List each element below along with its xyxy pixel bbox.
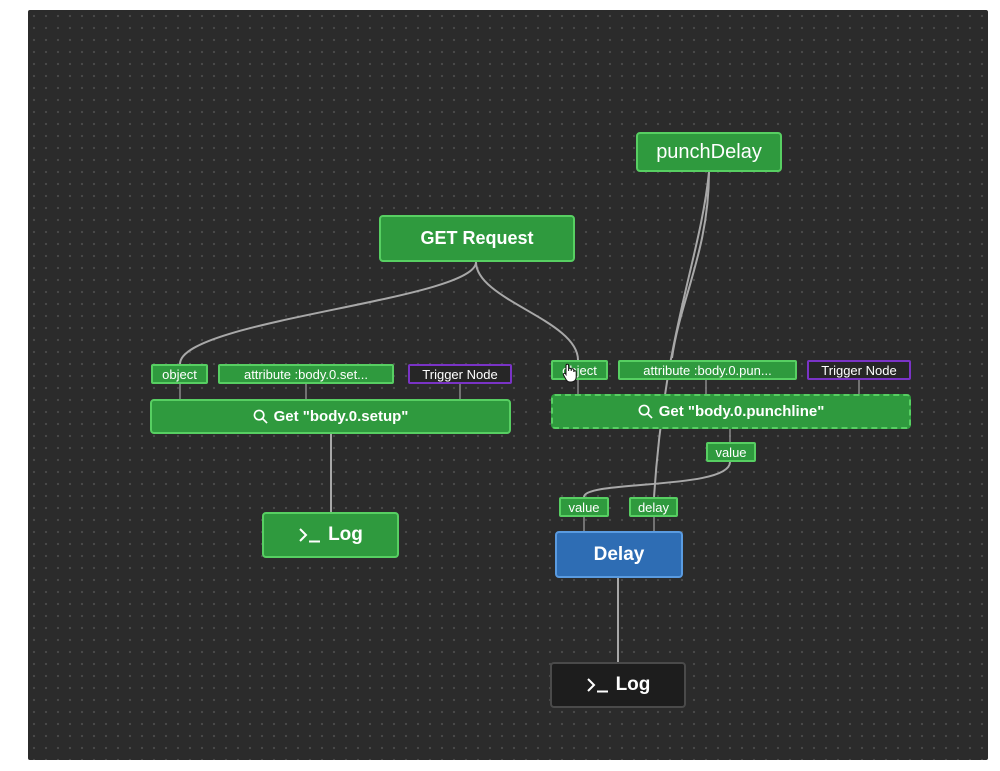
punchline-attribute-port-label: attribute :body.0.pun... — [643, 362, 772, 378]
setup-trigger-port-label: Trigger Node — [422, 366, 498, 382]
setup-attribute-port-label: attribute :body.0.set... — [243, 366, 369, 382]
setup-attribute-port[interactable]: attribute :body.0.set... — [218, 364, 394, 384]
get-punchline-node[interactable]: Get "body.0.punchline" — [551, 394, 911, 429]
search-icon — [638, 404, 653, 419]
delay-node[interactable]: Delay — [555, 531, 683, 578]
punchline-trigger-port-label: Trigger Node — [821, 362, 897, 378]
log-setup-label: Log — [328, 524, 363, 545]
log-setup-node[interactable]: Log — [262, 512, 399, 558]
punchline-object-port[interactable]: object — [551, 360, 608, 380]
terminal-icon — [586, 676, 610, 694]
punchline-value-output-label: value — [715, 444, 747, 460]
delay-label: Delay — [593, 543, 645, 565]
get-request-node[interactable]: GET Request — [379, 215, 575, 262]
log-delay-node[interactable]: Log — [550, 662, 686, 708]
punch-delay-label: punchDelay — [656, 140, 762, 163]
get-request-label: GET Request — [420, 228, 534, 248]
log-delay-label: Log — [615, 674, 651, 695]
delay-delay-port[interactable]: delay — [629, 497, 678, 517]
search-icon — [253, 409, 268, 424]
delay-value-port[interactable]: value — [559, 497, 609, 517]
punchline-attribute-port[interactable]: attribute :body.0.pun... — [618, 360, 797, 380]
setup-object-port[interactable]: object — [151, 364, 208, 384]
get-punchline-label: Get "body.0.punchline" — [658, 403, 825, 420]
setup-object-port-label: object — [162, 366, 197, 382]
punchline-trigger-port[interactable]: Trigger Node — [807, 360, 911, 380]
setup-trigger-port[interactable]: Trigger Node — [408, 364, 512, 384]
flow-canvas[interactable] — [28, 10, 988, 760]
hand-cursor-icon — [562, 363, 578, 383]
terminal-icon — [298, 526, 322, 544]
get-setup-label: Get "body.0.setup" — [273, 408, 409, 425]
punchline-value-output-port[interactable]: value — [706, 442, 756, 462]
delay-value-port-label: value — [568, 499, 600, 515]
get-setup-node[interactable]: Get "body.0.setup" — [150, 399, 511, 434]
punch-delay-node[interactable]: punchDelay — [636, 132, 782, 172]
delay-delay-port-label: delay — [637, 499, 670, 515]
